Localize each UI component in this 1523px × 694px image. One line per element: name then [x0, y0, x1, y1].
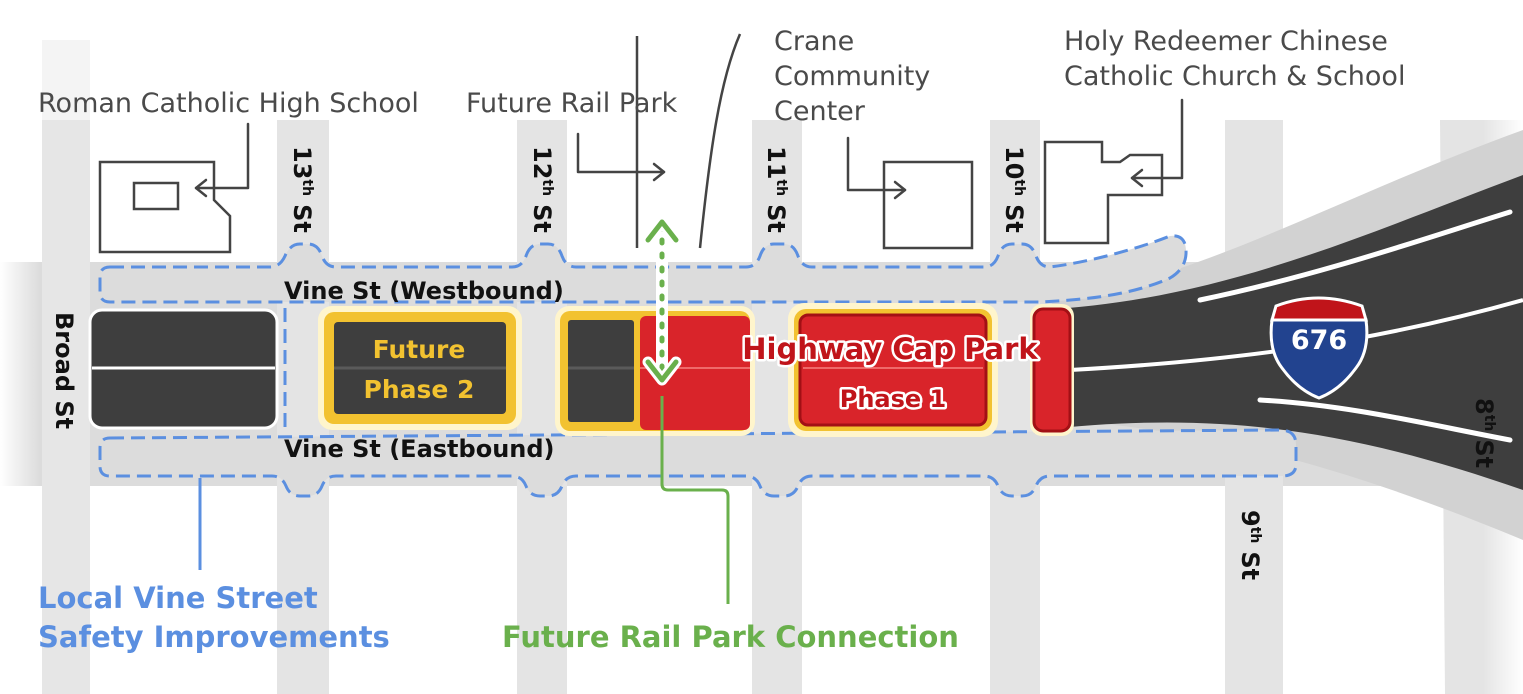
buildings [98, 33, 1164, 254]
future-phase2-line2: Phase 2 [364, 375, 475, 404]
broad-street-label: Broad St [50, 312, 78, 429]
local-improvements-line1: Local Vine Street [38, 581, 318, 615]
safety-improvement-outlines [98, 234, 1298, 570]
eleventh-street-number: 11 [762, 146, 790, 179]
future-phase2-line1: Future [373, 335, 466, 364]
leader-arrows [194, 98, 1184, 200]
street-labels: 13thSt 12thSt 11thSt 10thSt 9thSt 8thSt … [50, 146, 1498, 580]
eleventh-street-label: 11thSt [762, 146, 790, 233]
vine-eastbound-label: Vine St (Eastbound) [284, 435, 555, 463]
ninth-street-number: 9 [1236, 510, 1264, 527]
eighth-street-number: 8 [1470, 398, 1498, 415]
eleventh-street-suffix: St [762, 204, 790, 233]
twelfth-street-suffix: St [528, 204, 556, 233]
eastbound-sidewalk-outline [98, 428, 1298, 498]
crane-building [882, 160, 974, 250]
top-fade [0, 0, 1523, 120]
shield-body [1269, 318, 1369, 400]
tenth-street-sup: th [1011, 179, 1027, 196]
holy-redeemer-label-line2: Catholic Church & School [1064, 61, 1405, 92]
rail-park-connection-label: Future Rail Park Connection [502, 620, 959, 654]
eighth-street-label: 8thSt [1470, 398, 1498, 468]
thirteenth-street-sup: th [299, 179, 315, 196]
tenth-street-label: 10thSt [1000, 146, 1028, 233]
ramp-divider-upper [1197, 209, 1513, 303]
ninth-street-sup: th [1247, 527, 1263, 544]
local-improvements-line2: Safety Improvements [38, 620, 390, 654]
connection-arrow-down [645, 359, 679, 383]
shield-top [1270, 296, 1368, 322]
tenth-street-number: 10 [1000, 146, 1028, 179]
twelfth-street-sup: th [539, 179, 555, 196]
thirteenth-street-suffix: St [288, 204, 316, 233]
highway-cap-park-label: Highway Cap Park [742, 332, 1038, 366]
crane-arrowhead [893, 180, 907, 200]
holy-redeemer-building [1043, 140, 1164, 245]
i676-shield: 676 [1269, 296, 1369, 400]
thirteenth-street-number: 13 [288, 146, 316, 179]
tenth-street-suffix: St [1000, 204, 1028, 233]
roman-catholic-arrowhead [194, 178, 208, 198]
cap-small-block [1032, 307, 1072, 433]
westbound-sidewalk-outline [98, 234, 1188, 304]
broad-street-strip [42, 40, 90, 694]
shield-number: 676 [1291, 325, 1347, 356]
twelfth-street-number: 12 [528, 146, 556, 179]
cap-phase1-label: Phase 1 [840, 385, 947, 413]
zone-labels: Future Phase 2 Highway Cap Park Phase 1 [364, 330, 1041, 416]
holy-redeemer-label-line1: Holy Redeemer Chinese [1064, 26, 1388, 57]
twelfth-street-label: 12thSt [528, 146, 556, 233]
crane-label-line3: Center [774, 96, 866, 127]
rail-park-arrowhead [652, 162, 666, 182]
crane-label-line2: Community [774, 61, 930, 92]
thirteenth-street-label: 13thSt [288, 146, 316, 233]
roman-catholic-label: Roman Catholic High School [38, 88, 419, 119]
eighth-street-sup: th [1481, 415, 1497, 432]
roman-catholic-annex [132, 181, 180, 211]
ninth-street-suffix: St [1236, 551, 1264, 580]
future-rail-park-label: Future Rail Park [466, 88, 678, 119]
holy-redeemer-arrowhead [1130, 168, 1144, 188]
lower-ramp [1060, 393, 1523, 540]
cap-phase1-block [798, 313, 988, 427]
eleventh-street-sup: th [773, 179, 789, 196]
legend-labels: Local Vine Street Safety Improvements Fu… [38, 581, 959, 654]
eighth-street-suffix: St [1470, 439, 1498, 468]
roadway-blocks [88, 303, 1074, 437]
ninth-street-label: 9thSt [1236, 510, 1264, 580]
vine-westbound-label: Vine St (Westbound) [284, 277, 564, 305]
rail-park-connection [642, 216, 730, 604]
block12-roadway [568, 320, 634, 422]
rail-park-edge-line [698, 33, 742, 249]
connection-leader [660, 396, 730, 604]
roman-catholic-arrow [194, 122, 250, 190]
rail-park-arrow [576, 132, 666, 174]
connection-arrow-up [645, 219, 679, 243]
crane-arrow [846, 136, 907, 192]
crane-label-line1: Crane [774, 26, 854, 57]
ramp-divider-lower [1257, 397, 1513, 443]
holy-redeemer-arrow [1130, 98, 1184, 180]
landmark-labels: Roman Catholic High School Future Rail P… [38, 26, 1405, 127]
